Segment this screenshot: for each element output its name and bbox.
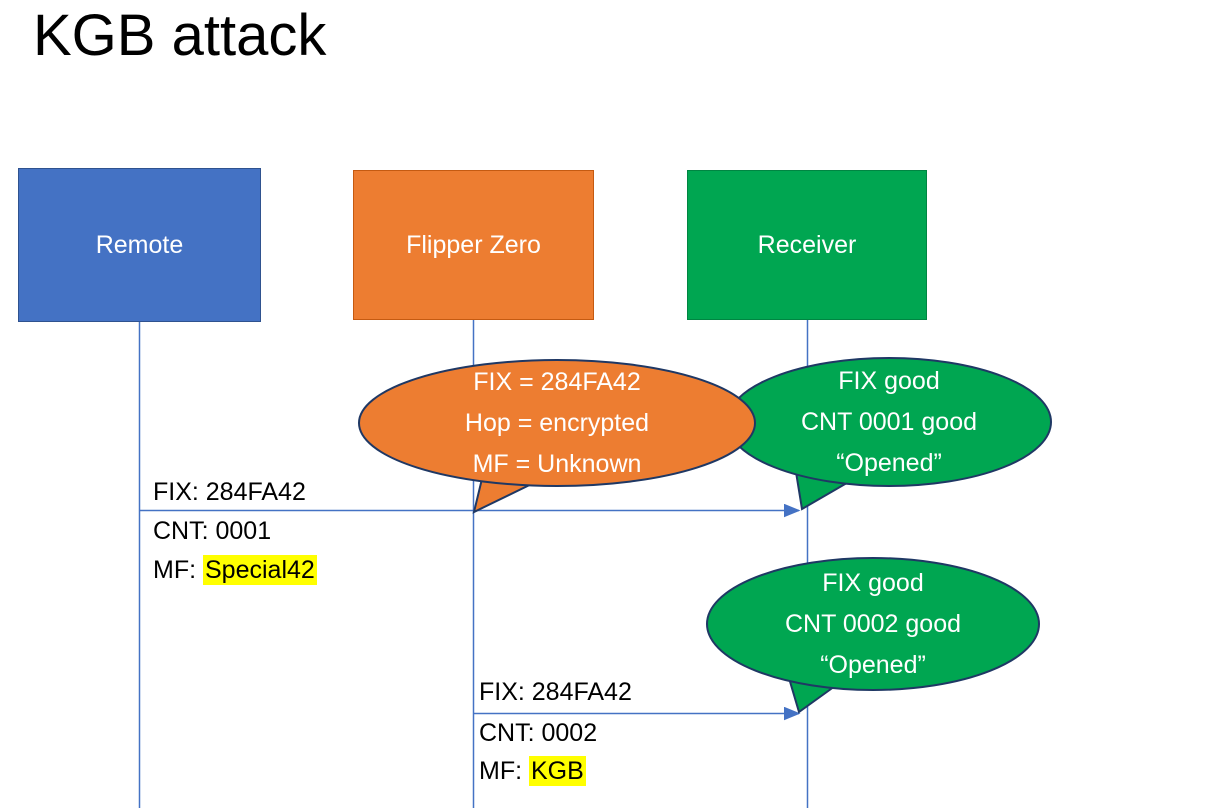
page-title: KGB attack xyxy=(33,3,327,68)
callout-receiver-open1-text: FIX good CNT 0001 good “Opened” xyxy=(727,361,1051,484)
callout-line: CNT 0002 good xyxy=(784,610,962,638)
actor-label-remote: Remote xyxy=(95,230,184,259)
callout-line: FIX = 284FA42 xyxy=(473,368,641,396)
actor-box-receiver: Receiver xyxy=(687,170,927,320)
callout-receiver-open2-text: FIX good CNT 0002 good “Opened” xyxy=(707,563,1039,686)
message2-mf-value-highlighted: KGB xyxy=(529,756,586,786)
callout-line: CNT 0001 good xyxy=(800,408,978,436)
callout-orange-bubble xyxy=(358,359,756,487)
actor-box-flipper-zero: Flipper Zero xyxy=(353,170,594,320)
callout-line: “Opened” xyxy=(820,651,926,679)
callout-flipper-analysis-text: FIX = 284FA42 Hop = encrypted MF = Unkno… xyxy=(359,362,755,485)
message1-fix-label: FIX: 284FA42 xyxy=(153,478,306,506)
callout-line: FIX good xyxy=(822,569,924,597)
callout-green2-bubble xyxy=(706,557,1040,691)
message1-cnt-label: CNT: 0001 xyxy=(153,517,272,545)
actor-label-receiver: Receiver xyxy=(757,230,857,259)
callout-line: MF = Unknown xyxy=(472,450,642,478)
message1-mf-value-highlighted: Special42 xyxy=(203,555,317,585)
callout-line: FIX good xyxy=(838,367,940,395)
callout-line: Hop = encrypted xyxy=(464,409,650,437)
message2-cnt-label: CNT: 0002 xyxy=(479,719,598,747)
message2-fix-label: FIX: 284FA42 xyxy=(479,678,632,706)
callout-line: “Opened” xyxy=(836,449,942,477)
message2-mf-prefix: MF: xyxy=(479,757,529,785)
message2-mf-label: MF: KGB xyxy=(479,756,586,786)
actor-label-flipper-zero: Flipper Zero xyxy=(406,230,541,259)
actor-box-remote: Remote xyxy=(18,168,261,322)
message1-mf-label: MF: Special42 xyxy=(153,555,317,585)
message1-mf-prefix: MF: xyxy=(153,556,203,584)
